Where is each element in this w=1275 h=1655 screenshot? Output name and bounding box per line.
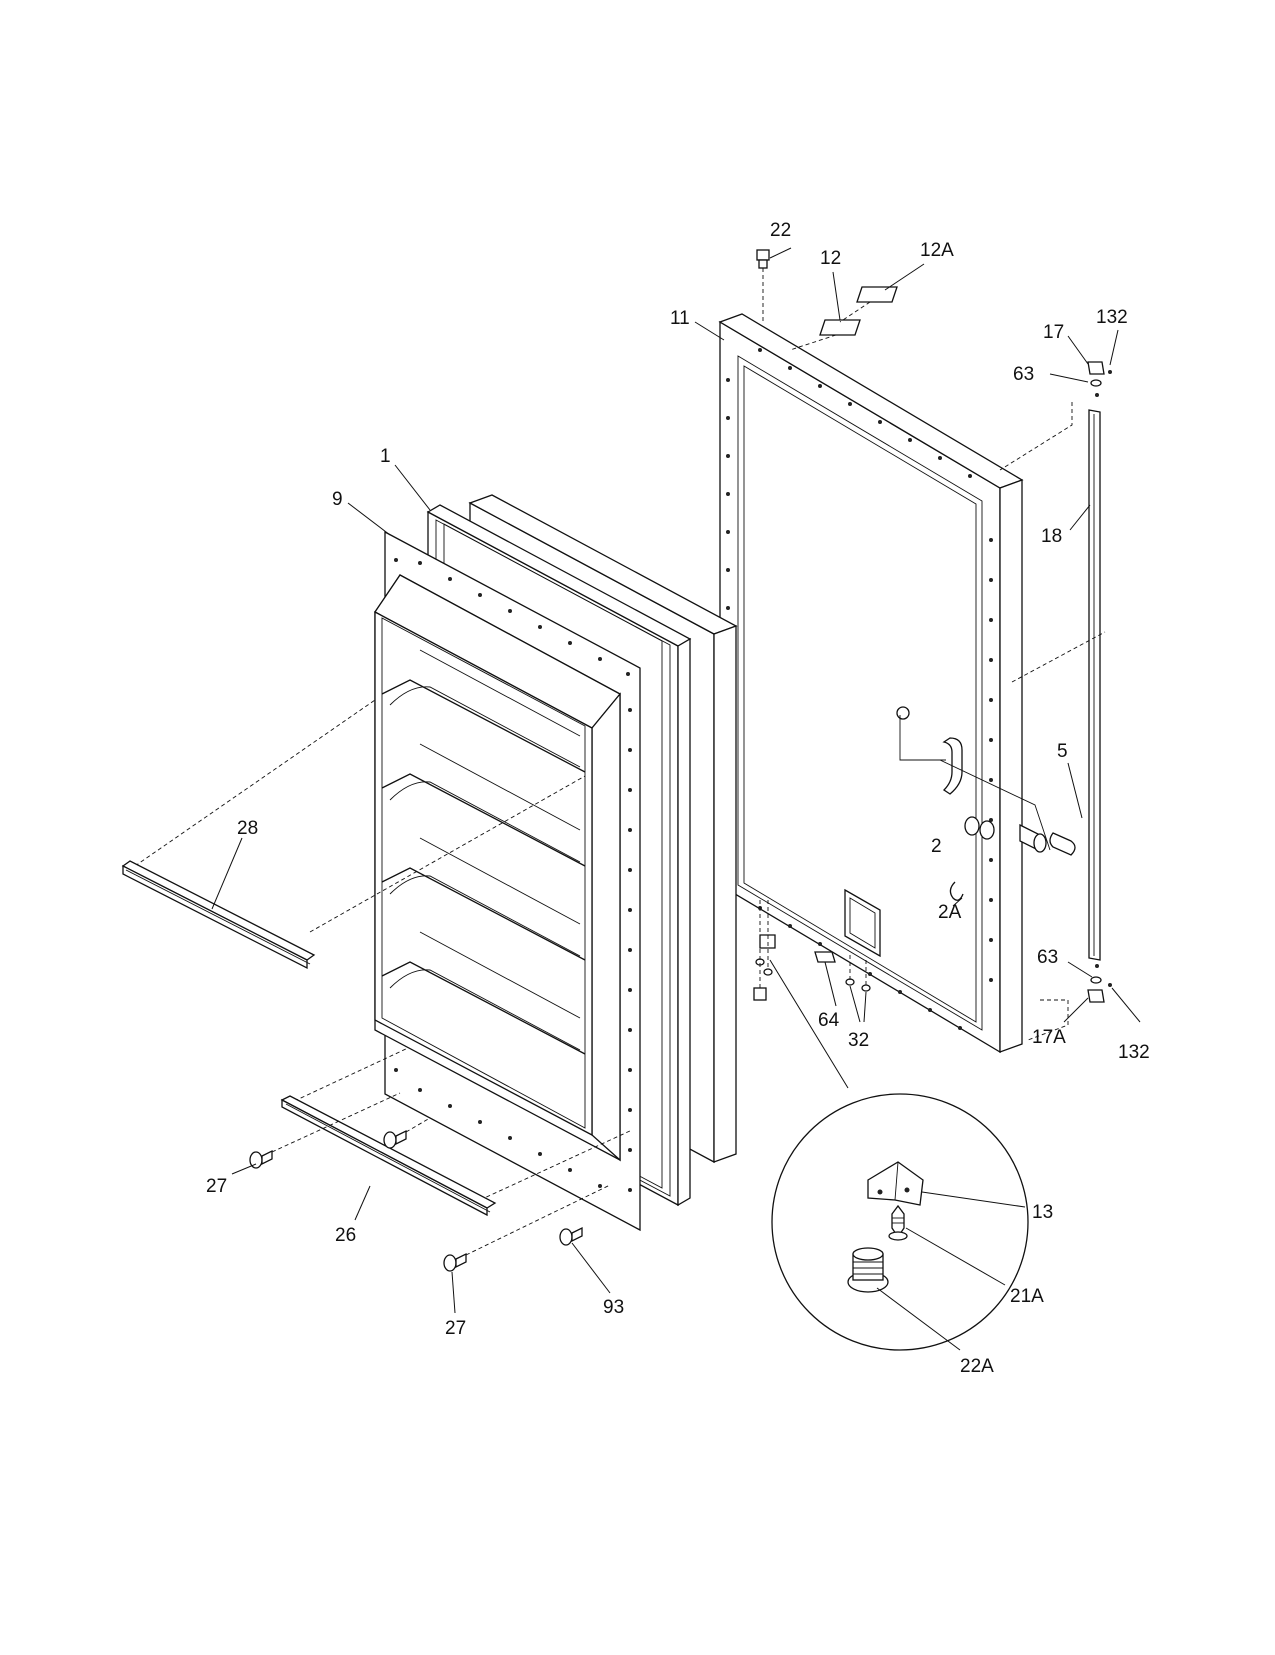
leader-lines [211,247,1141,1351]
detail-magnified-circle [769,959,1029,1351]
screws-32 [845,955,871,992]
outer-door-panel [718,313,1024,1054]
callout-17a: 17A [1032,1027,1066,1048]
callout-12: 12 [820,248,841,269]
callout-22: 22 [770,220,791,241]
handle-assembly-2 [896,706,1076,901]
callout-22a: 22A [960,1356,994,1377]
callout-26: 26 [335,1225,356,1246]
callout-13: 13 [1032,1202,1053,1223]
callout-18: 18 [1041,526,1062,547]
callout-11: 11 [670,308,690,329]
callout-132-top: 132 [1096,307,1128,328]
push-pin-27-lower [443,1252,467,1272]
callout-27-lower: 27 [445,1318,466,1339]
push-pin-27-upper [249,1149,273,1169]
callout-5: 5 [1057,741,1068,762]
callout-28: 28 [237,818,258,839]
callout-27-upper: 27 [206,1176,227,1197]
callout-93: 93 [603,1297,624,1318]
callout-labels: 22 12 12A 11 17 132 63 18 1 9 5 2 2A 28 … [206,220,1150,1377]
callout-17: 17 [1043,322,1064,343]
hinge-cap-17 [1087,361,1112,397]
gasket-clip-64 [814,951,836,963]
inner-door-liner [374,494,738,1232]
push-pin-93 [559,1226,583,1246]
callout-9: 9 [332,489,343,510]
label-plate-12 [819,319,861,336]
callout-63-top: 63 [1013,364,1034,385]
shelf-rail-28 [121,860,316,970]
callout-32: 32 [848,1030,869,1051]
callout-63-bottom: 63 [1037,947,1058,968]
label-plate-12a [856,286,898,303]
hinge-bracket-small [753,900,776,1001]
push-pin-mid [383,1129,407,1149]
callout-132-bottom: 132 [1118,1042,1150,1063]
hinge-bar-18 [1088,409,1101,961]
bottom-rail-26 [280,1095,497,1217]
callout-64: 64 [818,1010,840,1031]
hinge-cap-17a [1087,964,1112,1003]
hinge-screw-22 [756,249,770,322]
callout-1: 1 [380,446,391,467]
callout-12a: 12A [920,240,954,261]
callout-21a: 21A [1010,1286,1044,1307]
callout-2: 2 [931,836,942,857]
callout-2a: 2A [938,902,962,923]
